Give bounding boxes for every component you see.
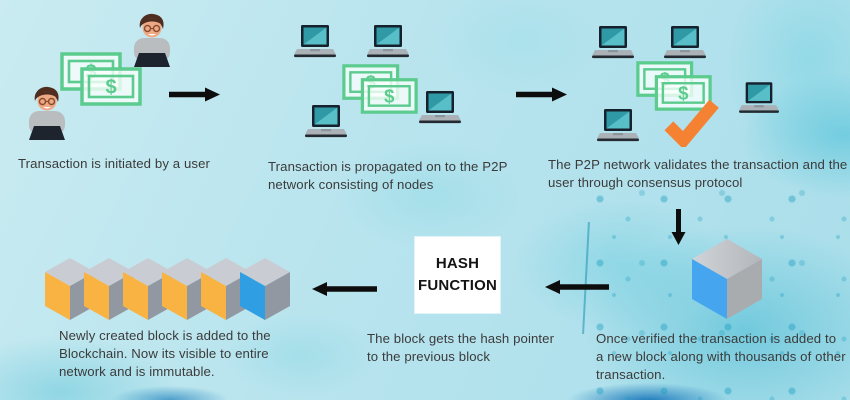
dollar-bills-icon: $ $ <box>60 52 142 106</box>
hash-function-box: HASH FUNCTION <box>415 237 500 313</box>
caption-step-6: Newly created block is added to the Bloc… <box>59 328 271 380</box>
arrow-left-icon <box>545 280 609 294</box>
arrow-right-icon <box>169 87 220 102</box>
caption-step-4: Once verified the transaction is added t… <box>596 331 846 383</box>
laptop-icon <box>294 25 336 58</box>
chain-cube-new <box>240 258 290 320</box>
dollar-bills-icon: $ $ <box>636 61 712 111</box>
checkmark-icon <box>664 99 719 147</box>
laptop-icon <box>739 82 779 113</box>
dollar-symbol: $ <box>105 77 116 99</box>
laptop-icon <box>367 25 409 58</box>
dollar-symbol: $ <box>384 85 395 106</box>
blockchain-icon <box>44 257 294 323</box>
caption-step-5: The block gets the hash pointer to the p… <box>367 331 555 365</box>
user-icon <box>134 13 170 67</box>
dollar-symbol: $ <box>678 82 689 103</box>
laptop-icon <box>305 105 347 138</box>
laptop-icon <box>664 26 706 59</box>
dollar-bills-icon: $ $ <box>342 64 418 114</box>
arrow-left-icon <box>312 282 377 296</box>
caption-step-2: Transaction is propagated on to the P2P … <box>268 159 508 193</box>
block-cube-icon <box>692 239 762 319</box>
hash-function-label-line1: HASH <box>435 254 480 272</box>
caption-step-1: Transaction is initiated by a user <box>18 156 211 171</box>
hash-function-label-line2: FUNCTION <box>417 277 498 294</box>
laptop-icon <box>419 91 461 124</box>
arrow-down-icon <box>671 209 686 245</box>
arrow-right-icon <box>516 87 567 102</box>
user-icon <box>29 86 65 140</box>
laptop-icon <box>592 26 634 59</box>
laptop-icon <box>597 109 639 142</box>
watercolor-crack-line <box>582 222 590 334</box>
caption-step-3: The P2P network validates the transactio… <box>548 157 848 191</box>
